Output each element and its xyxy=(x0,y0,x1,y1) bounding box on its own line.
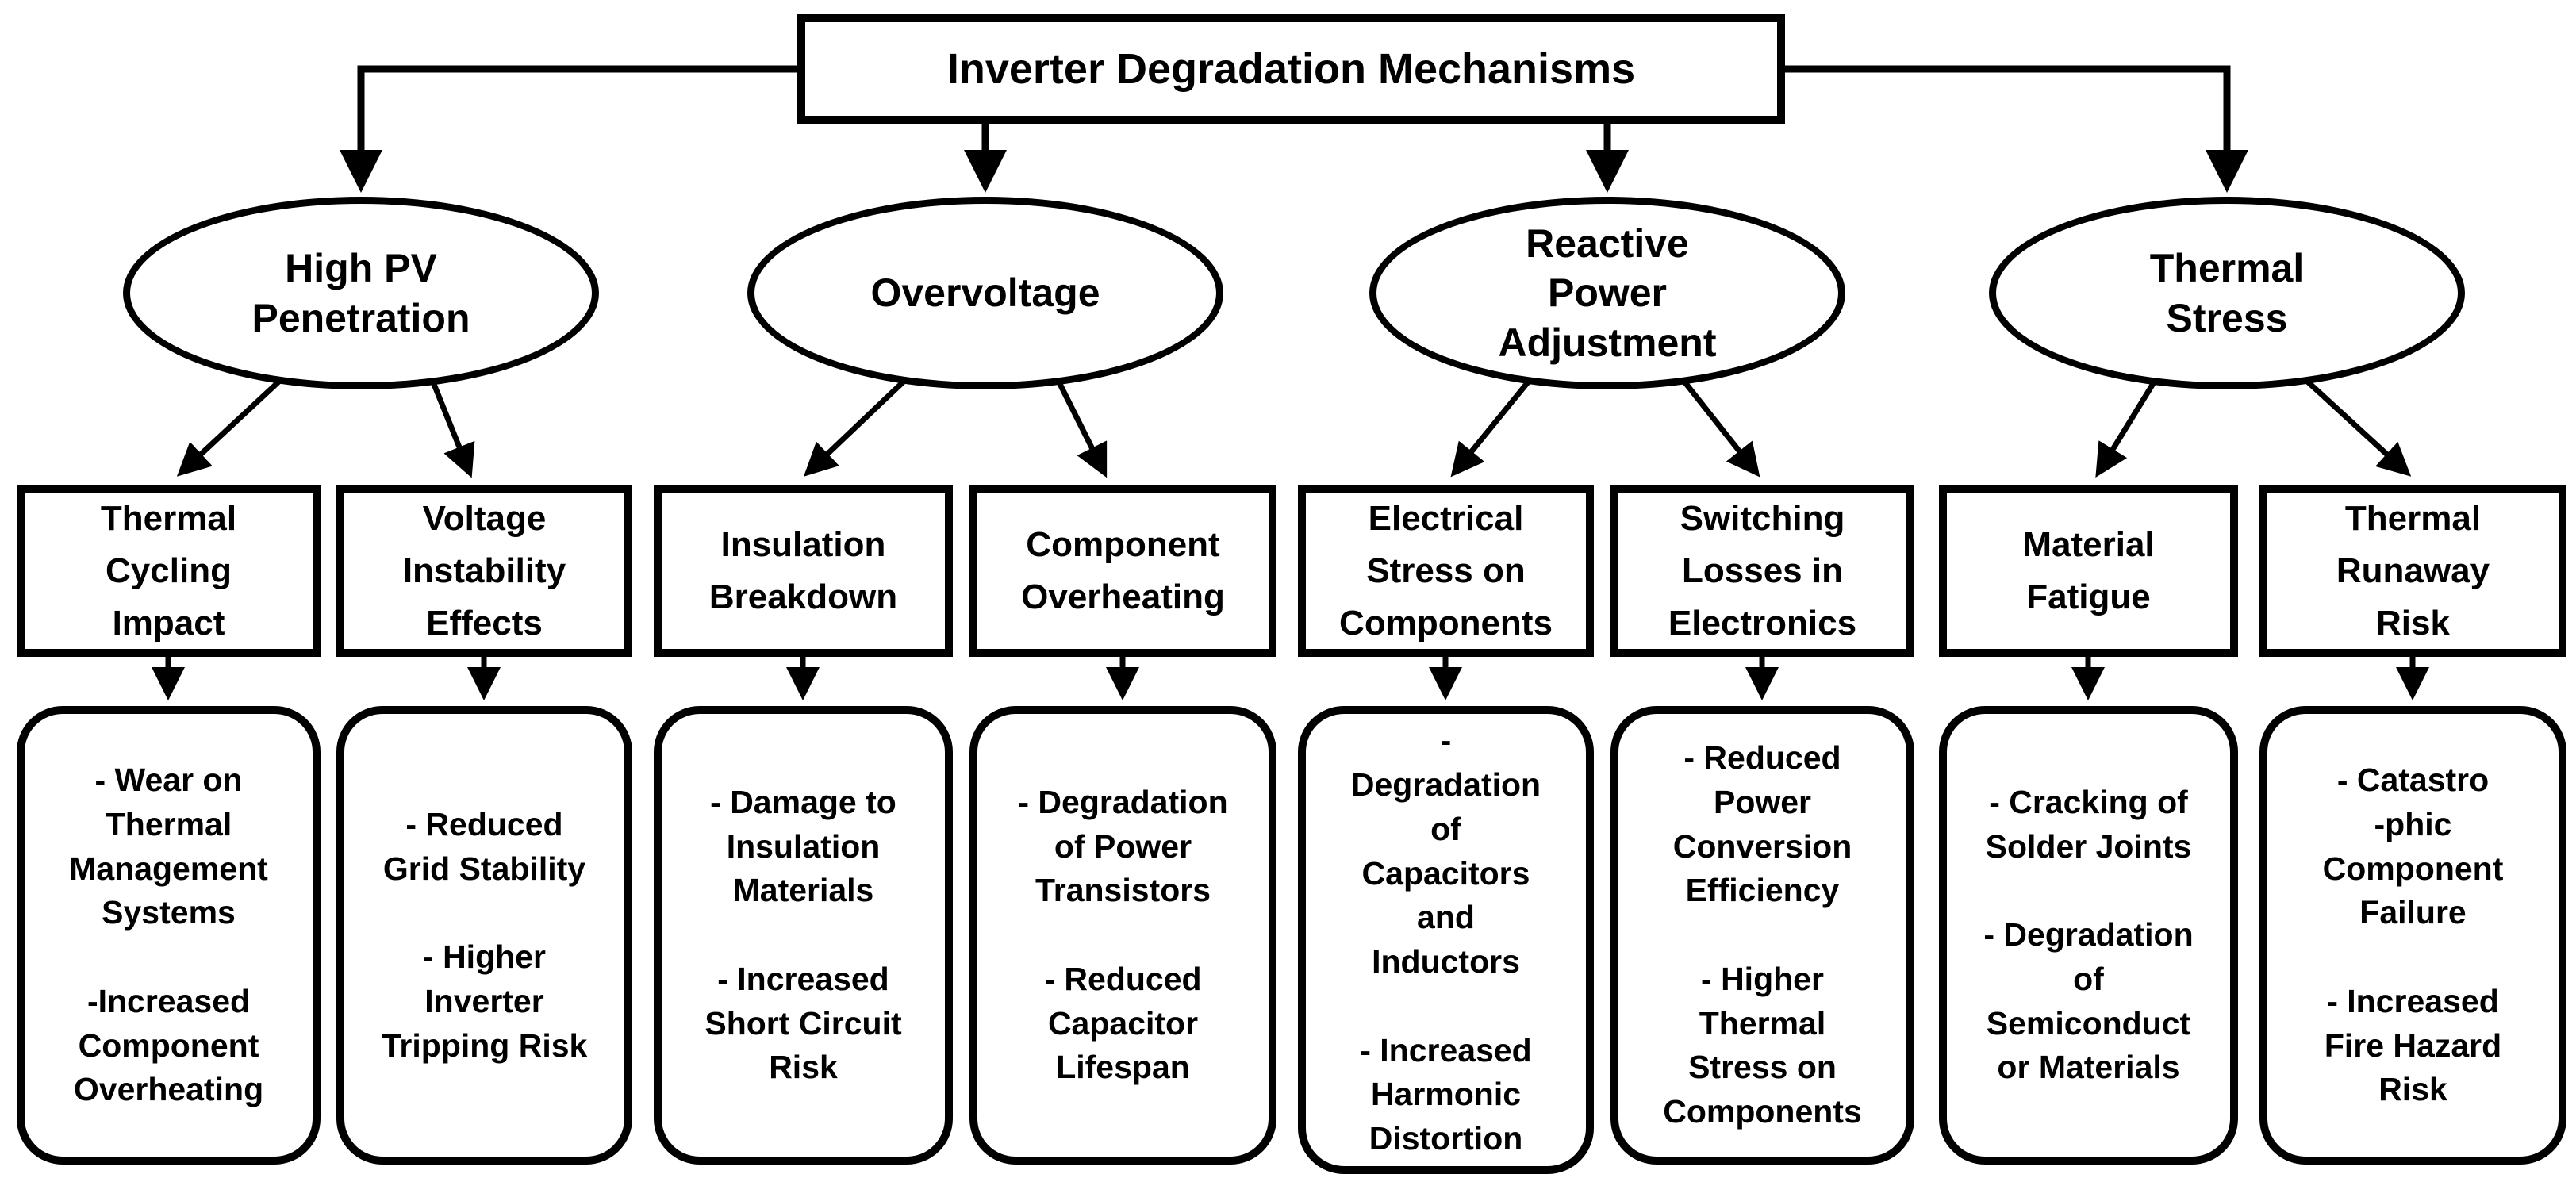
category-ellipse-high-pv-penetration: High PV Penetration xyxy=(123,197,599,389)
effects-box-thermal-cycling-impact: - Wear on Thermal Management Systems -In… xyxy=(17,706,321,1165)
effects-box-insulation-breakdown: - Damage to Insulation Materials - Incre… xyxy=(654,706,953,1165)
mechanism-box-thermal-runaway-risk: Thermal Runaway Risk xyxy=(2259,485,2566,657)
mechanism-box-insulation-breakdown: Insulation Breakdown xyxy=(654,485,953,657)
mechanism-box-switching-losses-in-electronics: Switching Losses in Electronics xyxy=(1610,485,1914,657)
effects-box-component-overheating: - Degradation of Power Transistors - Red… xyxy=(969,706,1276,1165)
mechanism-box-component-overheating: Component Overheating xyxy=(969,485,1276,657)
mechanism-box-electrical-stress-on-components: Electrical Stress on Components xyxy=(1298,485,1594,657)
effects-box-thermal-runaway-risk: - Catastro -phic Component Failure - Inc… xyxy=(2259,706,2566,1165)
effects-box-voltage-instability-effects: - Reduced Grid Stability - Higher Invert… xyxy=(336,706,632,1165)
category-ellipse-overvoltage: Overvoltage xyxy=(747,197,1223,389)
effects-box-switching-losses-in-electronics: - Reduced Power Conversion Efficiency - … xyxy=(1610,706,1914,1165)
effects-box-material-fatigue: - Cracking of Solder Joints - Degradatio… xyxy=(1939,706,2238,1165)
effects-box-electrical-stress-on-components: - Degradation of Capacitors and Inductor… xyxy=(1298,706,1594,1174)
category-ellipse-thermal-stress: Thermal Stress xyxy=(1989,197,2465,389)
mechanism-box-material-fatigue: Material Fatigue xyxy=(1939,485,2238,657)
mechanism-box-thermal-cycling-impact: Thermal Cycling Impact xyxy=(17,485,321,657)
root-node-inverter-degradation-mechanisms: Inverter Degradation Mechanisms xyxy=(797,14,1785,124)
category-ellipse-reactive-power-adjustment: Reactive Power Adjustment xyxy=(1369,197,1845,389)
mechanism-box-voltage-instability-effects: Voltage Instability Effects xyxy=(336,485,632,657)
